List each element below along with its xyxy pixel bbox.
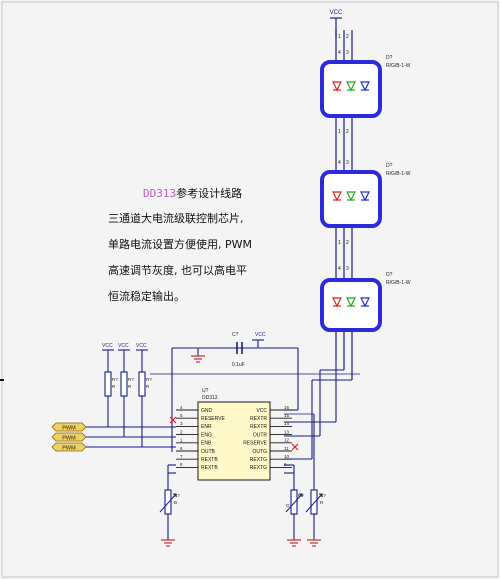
- ic-pin-name: OUTG: [253, 449, 268, 455]
- ic-ref: U?: [202, 388, 209, 394]
- ic-pin-number: 6: [180, 446, 183, 451]
- description-title: DD313参考设计线路: [143, 186, 242, 200]
- pullup-value: R: [112, 384, 116, 389]
- pullup-vcc-label: VCC: [136, 343, 147, 349]
- svg-text:4: 4: [338, 266, 341, 272]
- description-line-2: 单路电流设置方便使用, PWM: [108, 237, 252, 251]
- led-ref: D?: [386, 272, 393, 278]
- ic-pin-number: 14: [284, 421, 290, 426]
- ic-dd313: U? DD313 4GND5RESERVE3ENR2ENG1ENB6OUTB7R…: [176, 388, 292, 481]
- ic-pin-name: ENR: [201, 424, 212, 430]
- ic-pin-name: ENG: [201, 432, 212, 438]
- set-resistor-value: B: [174, 500, 177, 505]
- pullup-value: R: [146, 384, 150, 389]
- vcc-label-top: VCC: [330, 10, 343, 16]
- set-resistors: R? B R? G R? R: [159, 413, 326, 547]
- svg-text:1: 1: [338, 34, 341, 40]
- led-value: R/G/B-1-W: [386, 63, 411, 69]
- led-value: R/G/B-1-W: [386, 280, 411, 286]
- svg-text:1: 1: [338, 240, 341, 246]
- pwm-label: PWM: [62, 436, 76, 442]
- svg-text:4: 4: [338, 160, 341, 166]
- svg-text:3: 3: [346, 160, 349, 166]
- led-ref: D?: [386, 163, 393, 169]
- svg-text:3: 3: [346, 50, 349, 56]
- chip-name: DD313: [143, 187, 176, 200]
- ic-pin-number: 16: [284, 405, 290, 410]
- ic-pin-number: 12: [284, 438, 290, 443]
- ic-pin-name: REXTB: [201, 457, 218, 463]
- led-module-3: D? R/G/B-1-W: [320, 272, 411, 332]
- ic-pin-name: RESERVE: [201, 416, 225, 422]
- ic-pin-name: RESERVE: [243, 441, 267, 447]
- svg-text:4: 4: [338, 50, 341, 56]
- ic-pin-name: REXTG: [250, 457, 267, 463]
- led-value: R/G/B-1-W: [386, 171, 411, 177]
- ic-pin-name: REXTB: [201, 465, 218, 471]
- ic-pin-name: OUTR: [253, 432, 268, 438]
- set-resistor-value: R: [320, 500, 324, 505]
- svg-text:2: 2: [346, 240, 349, 246]
- ic-pin-number: 13: [284, 429, 290, 434]
- pwm-inputs: PWM PWM PWM: [51, 422, 176, 452]
- set-resistor-ref: R?: [174, 493, 180, 498]
- no-connect-markers: [169, 416, 299, 451]
- ic-pin-number: 1: [180, 438, 183, 443]
- ground-cap: [191, 355, 205, 363]
- ic-pin-name: REXTR: [250, 424, 267, 430]
- ic-pin-name: ENB: [201, 441, 212, 447]
- pullup-value: R: [128, 384, 132, 389]
- ic-right-pins: 16VCC15REXTR14REXTR13OUTR12RESERVE11OUTG…: [243, 405, 292, 471]
- ic-pin-number: 8: [180, 462, 183, 467]
- ic-pin-name: VCC: [256, 408, 267, 414]
- ic-pin-name: GND: [201, 408, 213, 414]
- ic-pin-number: 10: [284, 454, 290, 459]
- pullup-resistors: VCC VCC VCC R? R R? R R? R: [102, 343, 152, 447]
- set-resistor-ref: R?: [298, 493, 304, 498]
- led-module-1: D? R/G/B-1-W: [320, 55, 411, 118]
- ic-pin-name: OUTB: [201, 449, 216, 455]
- svg-text:3: 3: [346, 266, 349, 272]
- ic-pin-number: 5: [180, 413, 183, 418]
- capacitor-c: [171, 339, 299, 452]
- ic-left-pins: 4GND5RESERVE3ENR2ENG1ENB6OUTB7REXTB8REXT…: [176, 405, 225, 471]
- pullup-ref: R?: [146, 377, 152, 382]
- cap-ref: C?: [232, 332, 239, 338]
- set-resistor-ref: R?: [320, 493, 326, 498]
- description-line-1: 三通道大电流级联控制芯片,: [108, 211, 244, 225]
- description-block: DD313参考设计线路 三通道大电流级联控制芯片, 单路电流设置方便使用, PW…: [108, 186, 252, 303]
- pullup-ref: R?: [128, 377, 134, 382]
- ic-pin-number: 3: [180, 421, 183, 426]
- led-ref: D?: [386, 55, 393, 61]
- pwm-label: PWM: [62, 446, 76, 452]
- led-module-2: D? R/G/B-1-W: [320, 163, 411, 228]
- title-rest: 参考设计线路: [176, 186, 242, 200]
- ic-pin-number: 2: [180, 429, 183, 434]
- ic-pin-number: 4: [180, 405, 183, 410]
- pullup-ref: R?: [112, 377, 118, 382]
- set-resistor-value: G: [286, 503, 290, 508]
- ic-pin-name: REXTR: [250, 416, 267, 422]
- cap-value: 0.1uF: [232, 362, 245, 368]
- svg-text:2: 2: [346, 129, 349, 135]
- ic-pin-number: 7: [180, 454, 183, 459]
- svg-text:2: 2: [346, 34, 349, 40]
- pullup-vcc-label: VCC: [102, 343, 113, 349]
- ic-name: DD313: [202, 395, 218, 401]
- output-wires: [150, 360, 360, 460]
- svg-text:1: 1: [338, 129, 341, 135]
- ic-pin-name: REXTG: [250, 465, 267, 471]
- description-line-3: 高速调节灰度, 也可以高电平: [108, 263, 247, 277]
- ic-pin-number: 15: [284, 413, 290, 418]
- ground-symbols: [161, 539, 321, 547]
- pwm-label: PWM: [62, 426, 76, 432]
- cap-vcc-label: VCC: [255, 332, 266, 338]
- description-line-4: 恒流稳定输出。: [108, 289, 185, 303]
- ic-pin-number: 11: [284, 446, 289, 451]
- pullup-vcc-label: VCC: [118, 343, 129, 349]
